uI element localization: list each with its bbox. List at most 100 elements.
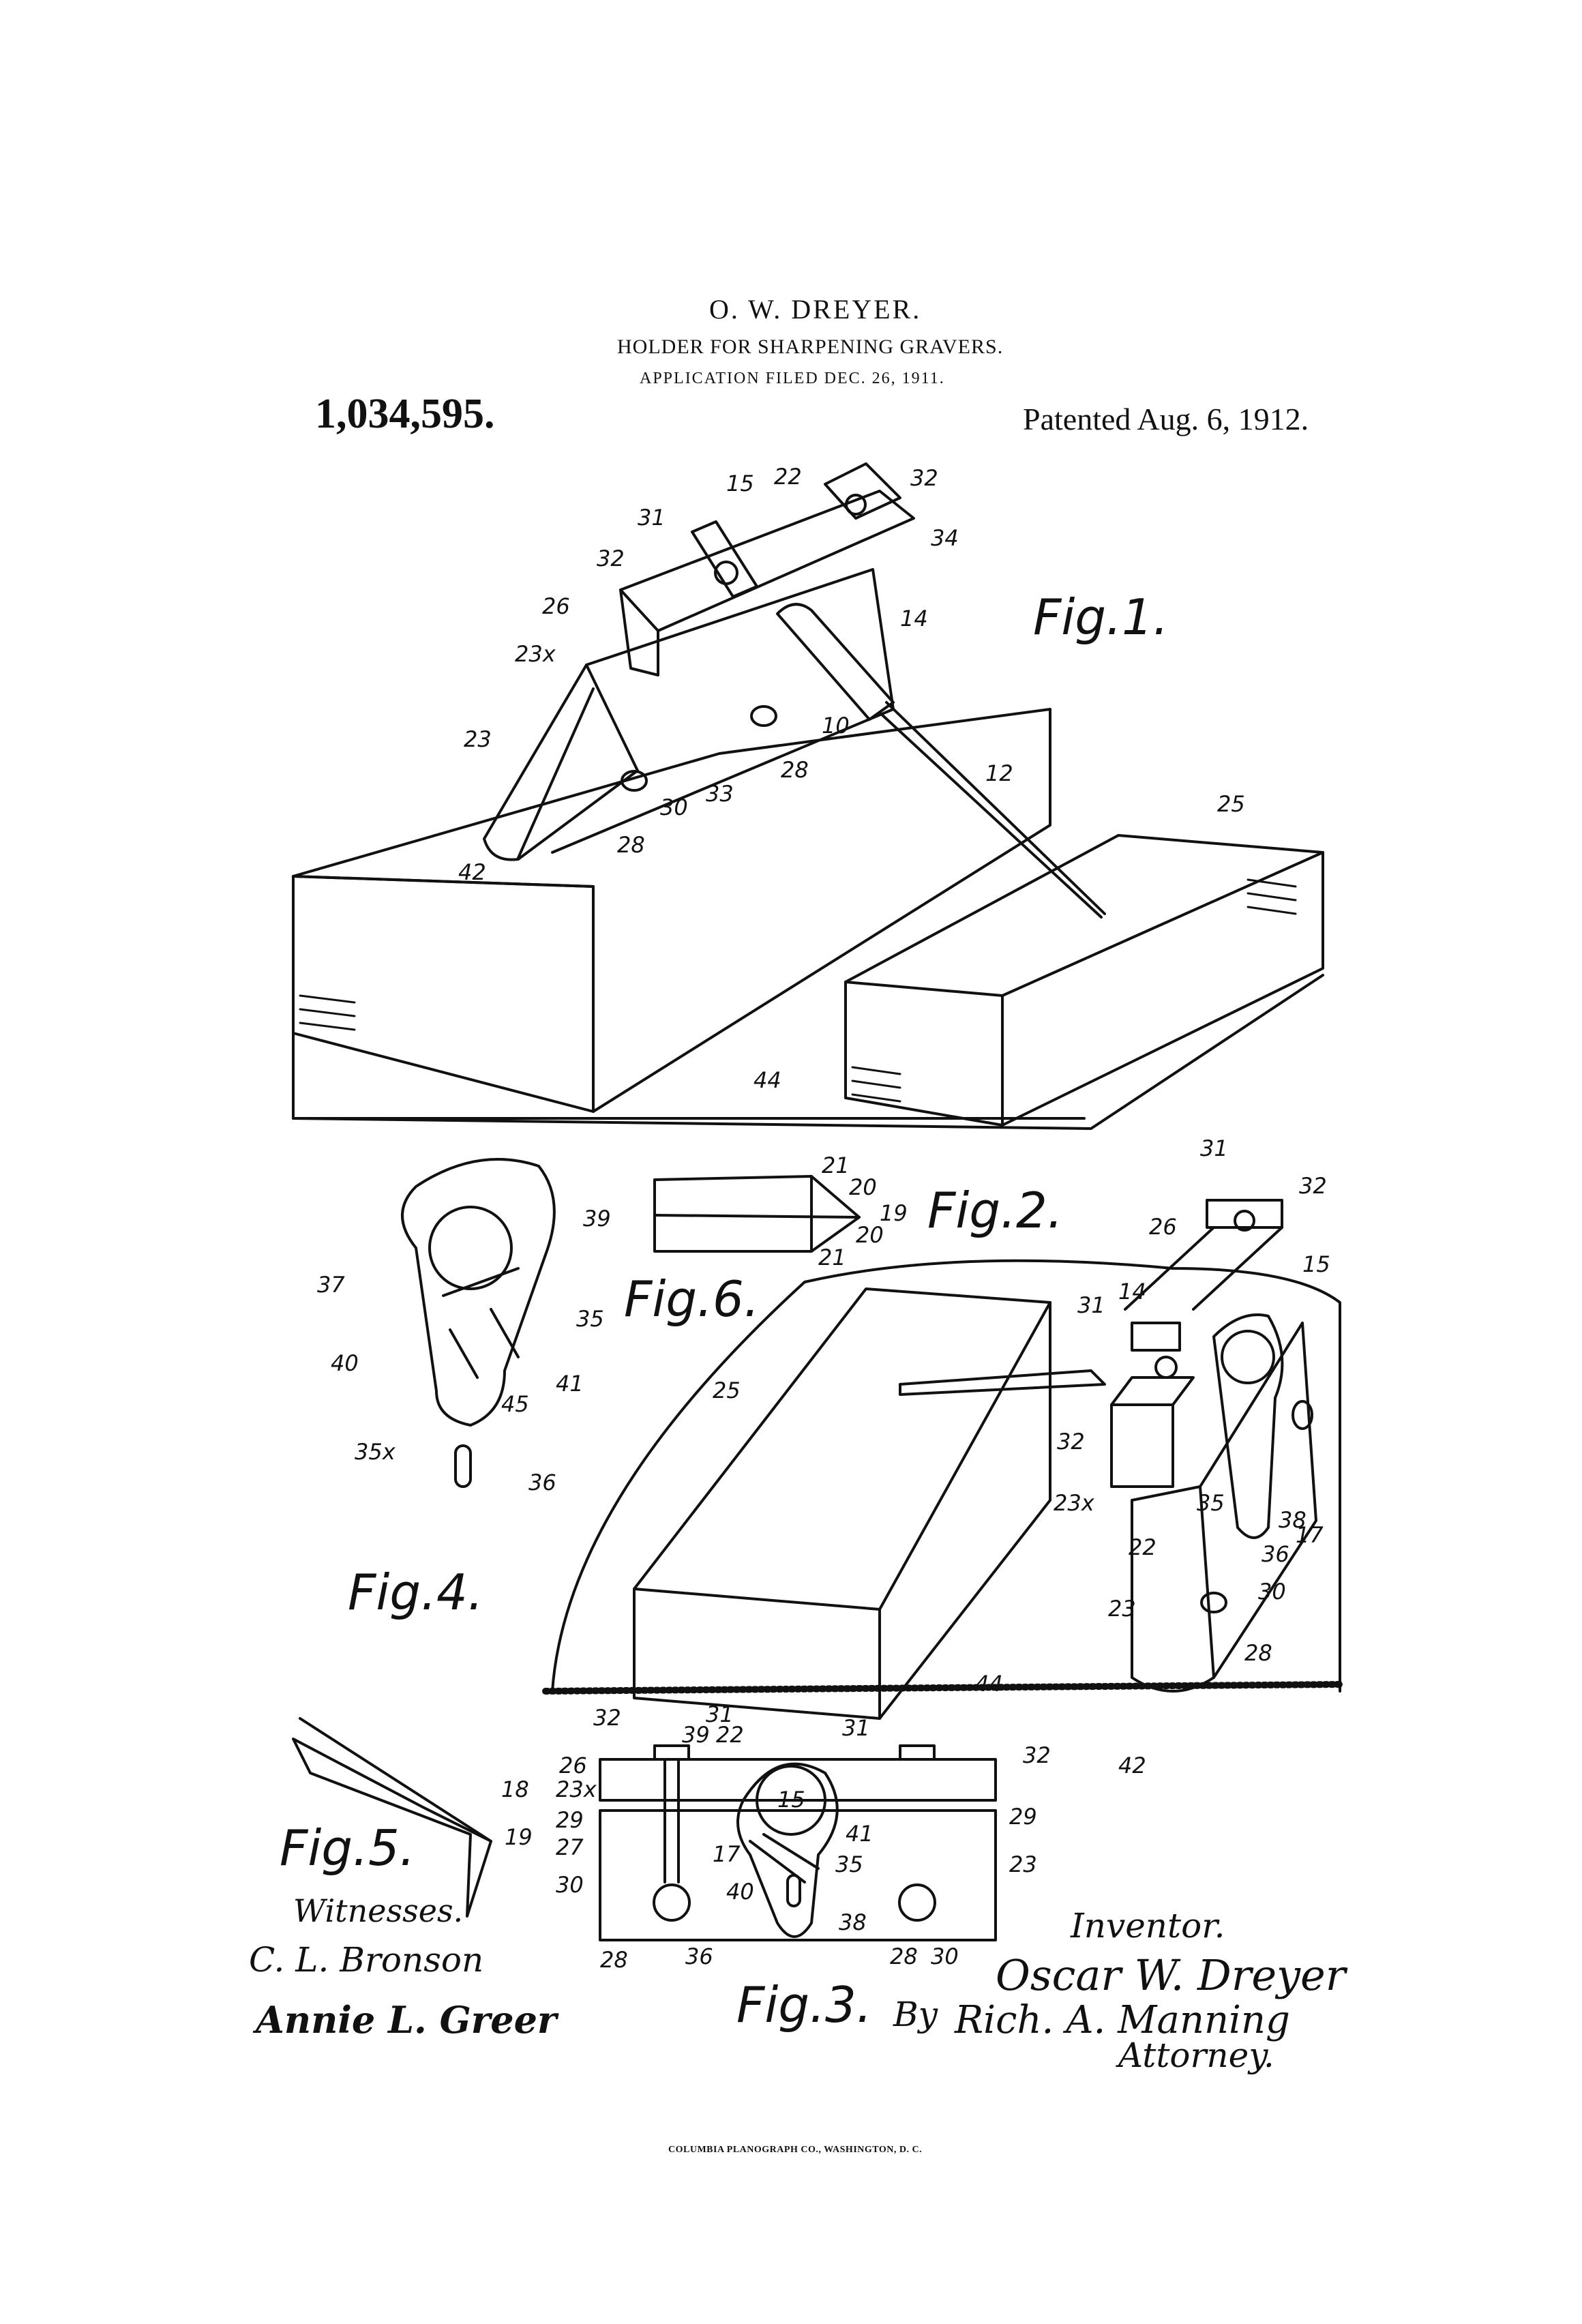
- ref-fig6-31: 31: [1200, 1135, 1228, 1161]
- ref-fig3-26: 26: [559, 1753, 587, 1778]
- ref-fig3-30b: 30: [931, 1943, 959, 1969]
- ref-fig3-31b: 31: [842, 1715, 870, 1741]
- ref-fig6-42: 42: [1118, 1753, 1146, 1778]
- ref-fig3-15: 15: [777, 1787, 805, 1813]
- ref-fig6-22: 22: [1129, 1534, 1156, 1560]
- ref-fig6-15: 15: [1302, 1251, 1330, 1277]
- figure-1-drawing: [292, 462, 1324, 1130]
- ref-fig1-28b: 28: [617, 832, 645, 858]
- ref-fig6-30: 30: [1258, 1579, 1286, 1605]
- ref-fig6-36: 36: [1262, 1541, 1289, 1567]
- ref-fig6-14: 14: [1118, 1279, 1146, 1305]
- ref-fig3-28b: 28: [890, 1943, 918, 1969]
- application-filed: APPLICATION FILED DEC. 26, 1911.: [640, 370, 945, 387]
- ref-fig4-35x: 35x: [355, 1439, 396, 1465]
- figure-4-drawing: [401, 1158, 556, 1488]
- ref-fig3-31: 31: [706, 1701, 734, 1727]
- ref-fig6-17: 17: [1296, 1522, 1324, 1548]
- witness-2-signature: Annie L. Greer: [256, 1998, 557, 2042]
- ref-fig3-30: 30: [556, 1872, 584, 1898]
- ref-fig6-32: 32: [1299, 1173, 1327, 1199]
- attorney-label: Attorney.: [1118, 2036, 1274, 2075]
- ref-fig1-23x: 23x: [515, 641, 556, 667]
- ref-fig2-21: 21: [822, 1152, 850, 1178]
- ref-fig1-28: 28: [781, 757, 809, 783]
- ref-fig6-26: 26: [1149, 1214, 1177, 1240]
- ref-fig1-32b: 32: [597, 546, 625, 571]
- ref-fig3-23x: 23x: [556, 1776, 597, 1802]
- witness-1-signature: C. L. Bronson: [249, 1940, 484, 1980]
- ref-fig3-17: 17: [713, 1841, 741, 1867]
- ref-fig3-36: 36: [685, 1943, 713, 1969]
- ref-fig3-29: 29: [556, 1807, 584, 1833]
- ref-fig3-40: 40: [726, 1879, 754, 1905]
- ref-fig6-32b: 32: [1057, 1429, 1085, 1455]
- ref-fig2-19: 19: [880, 1200, 908, 1226]
- ref-fig6-31b: 31: [1077, 1292, 1105, 1318]
- fig3-label: Fig.3.: [736, 1976, 872, 2034]
- inventor-label: Inventor.: [1071, 1906, 1225, 1946]
- ref-fig3-27: 27: [556, 1834, 584, 1860]
- ref-fig4-36: 36: [528, 1470, 556, 1495]
- ref-fig1-32: 32: [910, 465, 938, 491]
- ref-fig4-40: 40: [331, 1350, 359, 1376]
- ref-fig3-32b: 32: [1023, 1742, 1051, 1768]
- ref-fig4-39: 39: [583, 1206, 611, 1232]
- ref-fig3-28: 28: [600, 1947, 628, 1973]
- printer-imprint: COLUMBIA PLANOGRAPH CO., WASHINGTON, D. …: [668, 2145, 923, 2155]
- inventor-name: O. W. DREYER.: [709, 294, 922, 325]
- ref-fig1-31: 31: [638, 505, 666, 531]
- ref-fig3-39: 39: [682, 1722, 710, 1748]
- reference-numerals: 15 22 32 31 32 34 26 14 23x 23 10 28 33 …: [317, 464, 1330, 1973]
- ref-fig1-42: 42: [458, 859, 486, 885]
- fig6-label: Fig.6.: [624, 1270, 760, 1328]
- ref-fig1-22: 22: [774, 464, 802, 490]
- ref-fig6-25: 25: [713, 1377, 741, 1403]
- patent-title: HOLDER FOR SHARPENING GRAVERS.: [617, 336, 1004, 358]
- witnesses-label: Witnesses.: [293, 1892, 464, 1929]
- ref-fig2-20: 20: [849, 1174, 877, 1200]
- ref-fig2-20b: 20: [856, 1222, 884, 1248]
- ref-fig6-23: 23: [1108, 1596, 1136, 1622]
- ref-fig2-21b: 21: [818, 1245, 846, 1270]
- ref-fig3-41: 41: [846, 1821, 874, 1847]
- patented-date: Patented Aug. 6, 1912.: [1023, 402, 1309, 436]
- ref-fig5-18: 18: [501, 1776, 529, 1802]
- attorney-signature: Rich. A. Manning: [955, 1998, 1290, 2042]
- ref-fig1-33: 33: [706, 781, 734, 807]
- figure-6-hatched-base: [542, 1681, 1343, 1695]
- ref-fig3-22: 22: [716, 1722, 744, 1748]
- figure-2-drawing: [653, 1175, 861, 1253]
- ref-fig4-37: 37: [317, 1272, 345, 1298]
- ref-fig3-35: 35: [835, 1851, 863, 1877]
- ref-fig3-23: 23: [1009, 1851, 1037, 1877]
- ref-fig1-26: 26: [542, 593, 570, 619]
- figure-5-drawing: [292, 1717, 492, 1918]
- figure-3-drawing: [599, 1744, 997, 1941]
- ref-fig1-10: 10: [822, 713, 850, 739]
- ref-fig1-44: 44: [753, 1067, 781, 1093]
- patent-number: 1,034,595.: [315, 391, 495, 437]
- inventor-signature: Oscar W. Dreyer: [996, 1950, 1346, 2000]
- ref-fig1-34: 34: [931, 525, 959, 551]
- ref-fig3-29b: 29: [1009, 1804, 1037, 1830]
- ref-fig6-38: 38: [1279, 1507, 1307, 1533]
- ref-fig6-28: 28: [1244, 1640, 1272, 1666]
- ref-fig1-14: 14: [900, 606, 928, 631]
- ref-fig1-15: 15: [726, 471, 754, 496]
- ref-fig4-35: 35: [576, 1306, 604, 1332]
- fig4-label: Fig.4.: [348, 1564, 483, 1621]
- figure-labels: Fig.1. Fig.2. Fig.6. Fig.4. Fig.5. Fig.3…: [280, 589, 1169, 2034]
- ref-fig6-44: 44: [975, 1671, 1003, 1697]
- ref-fig4-41: 41: [556, 1371, 584, 1397]
- ref-fig6-35: 35: [1197, 1490, 1225, 1516]
- ref-fig3-32: 32: [593, 1705, 621, 1731]
- ref-fig4-45: 45: [501, 1391, 529, 1417]
- fig1-label: Fig.1.: [1033, 589, 1169, 646]
- ref-fig1-30: 30: [660, 794, 688, 820]
- ref-fig5-19: 19: [505, 1824, 533, 1850]
- ref-fig3-38: 38: [839, 1909, 867, 1935]
- ref-fig1-12: 12: [985, 760, 1013, 786]
